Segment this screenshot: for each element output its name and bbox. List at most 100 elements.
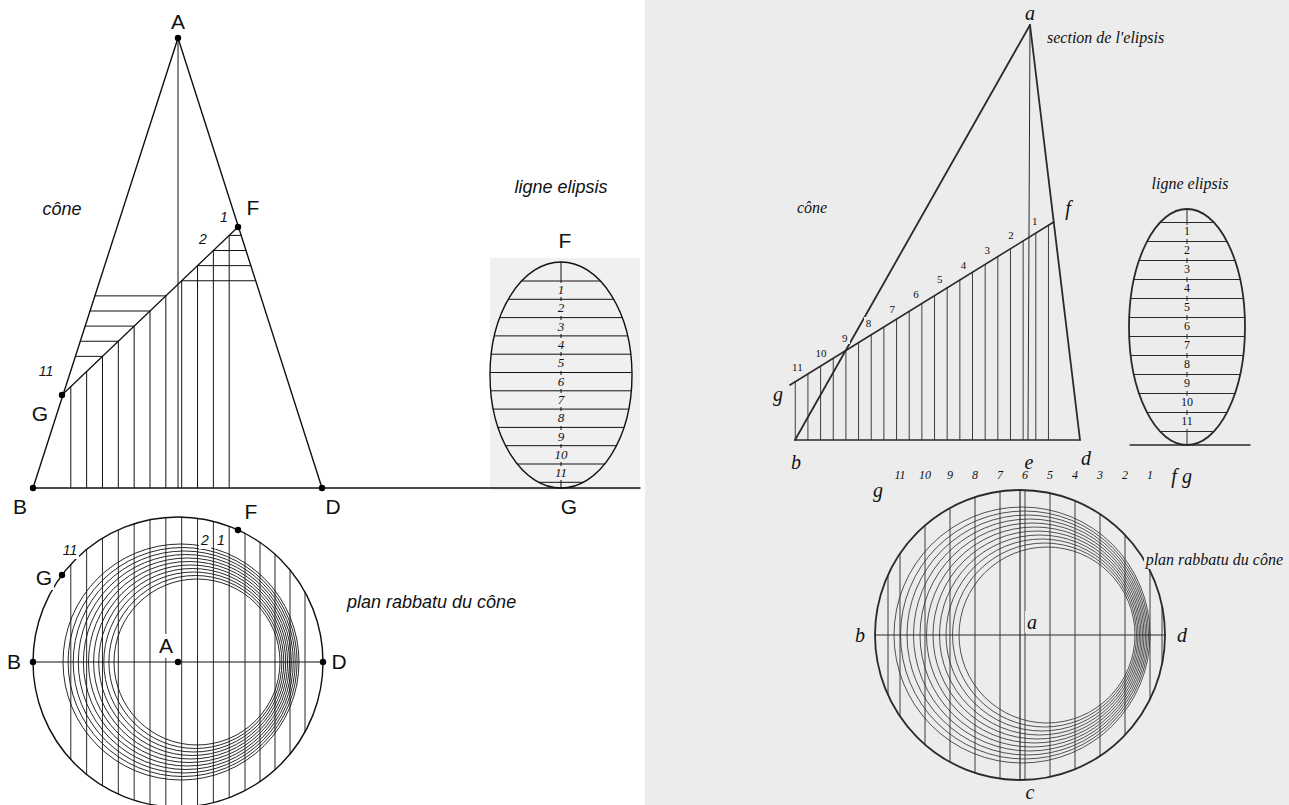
projection-line bbox=[165, 296, 166, 488]
ellipse-width-line bbox=[1147, 412, 1227, 413]
section-circle bbox=[109, 576, 282, 749]
section-circle-line bbox=[229, 235, 241, 236]
projection-line bbox=[985, 264, 986, 440]
plan-projection-line bbox=[134, 524, 135, 800]
projection-line bbox=[947, 288, 948, 440]
point-letter: f bbox=[1169, 465, 1179, 487]
callout-number: 4 bbox=[1182, 282, 1192, 295]
plan-projection-line bbox=[197, 518, 198, 805]
callout-number: 11 bbox=[553, 466, 569, 480]
projection-line bbox=[959, 280, 960, 440]
section-circle bbox=[901, 511, 1149, 759]
callout-number: 7 bbox=[1182, 339, 1192, 352]
section-circle bbox=[940, 535, 1140, 735]
section-circle bbox=[114, 579, 280, 745]
caption-label: cône bbox=[795, 199, 829, 217]
ellipse-width-line bbox=[1131, 298, 1244, 299]
plan-projection-line bbox=[1075, 501, 1076, 769]
section-circle-line bbox=[75, 356, 102, 357]
cone-edge bbox=[795, 25, 1030, 440]
section-circle bbox=[99, 569, 286, 756]
callout-number: 5 bbox=[1182, 301, 1192, 314]
plan-projection-line bbox=[70, 564, 71, 759]
point-letter: D bbox=[323, 495, 342, 518]
plan-projection-line bbox=[1150, 571, 1151, 699]
projection-line bbox=[213, 251, 214, 488]
ellipse-width-line bbox=[491, 390, 632, 391]
ellipse-width-line bbox=[1160, 431, 1214, 432]
projection-line bbox=[795, 382, 796, 440]
callout-number: 2 bbox=[199, 533, 211, 548]
point-dot bbox=[175, 659, 181, 665]
point-letter: G bbox=[559, 495, 579, 518]
callout-number: 5 bbox=[1045, 469, 1055, 482]
callout-number: 9 bbox=[556, 430, 567, 444]
callout-number: 1 bbox=[215, 533, 227, 548]
section-circle bbox=[914, 519, 1146, 751]
section-circle bbox=[927, 527, 1143, 743]
plan-projection-line bbox=[181, 517, 182, 805]
callout-number: 1 bbox=[1182, 225, 1192, 238]
point-dot bbox=[30, 659, 36, 665]
ellipse-width-line bbox=[508, 299, 613, 300]
projection-line bbox=[896, 319, 897, 440]
point-letter: D bbox=[329, 650, 348, 673]
caption-label: section de l'elipsis bbox=[1045, 29, 1166, 47]
base-line bbox=[1130, 444, 1250, 445]
projection-line bbox=[102, 356, 103, 488]
ellipse-width-line bbox=[493, 409, 628, 410]
point-letter: b bbox=[789, 451, 803, 473]
point-letter: G bbox=[34, 566, 54, 589]
plan-projection-line bbox=[260, 542, 261, 781]
projection-line bbox=[972, 272, 973, 440]
base-line bbox=[795, 439, 1080, 441]
ellipse-width-line bbox=[1160, 222, 1214, 223]
ellipse-width-line bbox=[1134, 279, 1240, 280]
plan-projection-line bbox=[102, 538, 103, 786]
callout-number: 10 bbox=[1179, 396, 1195, 409]
point-letter: d bbox=[1079, 447, 1093, 469]
ellipse-width-line bbox=[1129, 317, 1245, 318]
ellipse-width-line bbox=[1134, 374, 1240, 375]
ellipse-width-line bbox=[522, 281, 601, 282]
ellipse-ground bbox=[490, 258, 640, 490]
point-letter: B bbox=[11, 495, 29, 518]
projection-line bbox=[118, 341, 119, 488]
callout-number: 2 bbox=[556, 301, 567, 315]
projection-line bbox=[807, 374, 808, 440]
plan-diameter bbox=[1019, 490, 1020, 780]
callout-number: 6 bbox=[911, 288, 921, 300]
callout-number: 6 bbox=[1020, 469, 1030, 482]
section-circle bbox=[104, 572, 284, 752]
point-dot bbox=[320, 659, 326, 665]
ellipse-width-line bbox=[491, 354, 631, 355]
callout-number: 9 bbox=[1182, 377, 1192, 390]
caption-label: plan rabbatu du cône bbox=[345, 593, 518, 613]
section-circle bbox=[953, 543, 1137, 727]
point-letter: g bbox=[771, 383, 785, 405]
plan-projection-line bbox=[86, 549, 87, 774]
projection-line bbox=[134, 326, 135, 488]
woodcut-ground bbox=[645, 0, 1289, 805]
section-circle-line bbox=[95, 295, 166, 296]
callout-number: 11 bbox=[37, 364, 56, 379]
callout-number: 3 bbox=[1095, 469, 1105, 482]
point-dot bbox=[235, 224, 241, 230]
callout-number: 4 bbox=[959, 259, 969, 271]
callout-number: 7 bbox=[556, 393, 567, 407]
projection-line bbox=[86, 371, 87, 488]
projection-line bbox=[921, 304, 922, 441]
ellipse-width-line bbox=[1129, 336, 1245, 337]
point-letter: G bbox=[30, 402, 50, 425]
ellipse-width-line bbox=[1131, 355, 1244, 356]
callout-number: 1 bbox=[556, 283, 567, 297]
point-dot bbox=[319, 485, 325, 491]
callout-number: 9 bbox=[945, 469, 955, 482]
point-dot bbox=[59, 392, 65, 398]
callout-number: 8 bbox=[864, 317, 874, 329]
point-dot bbox=[30, 485, 36, 491]
projection-line bbox=[70, 387, 71, 488]
point-letter: g bbox=[1180, 465, 1194, 487]
plan-projection-line bbox=[900, 554, 901, 717]
